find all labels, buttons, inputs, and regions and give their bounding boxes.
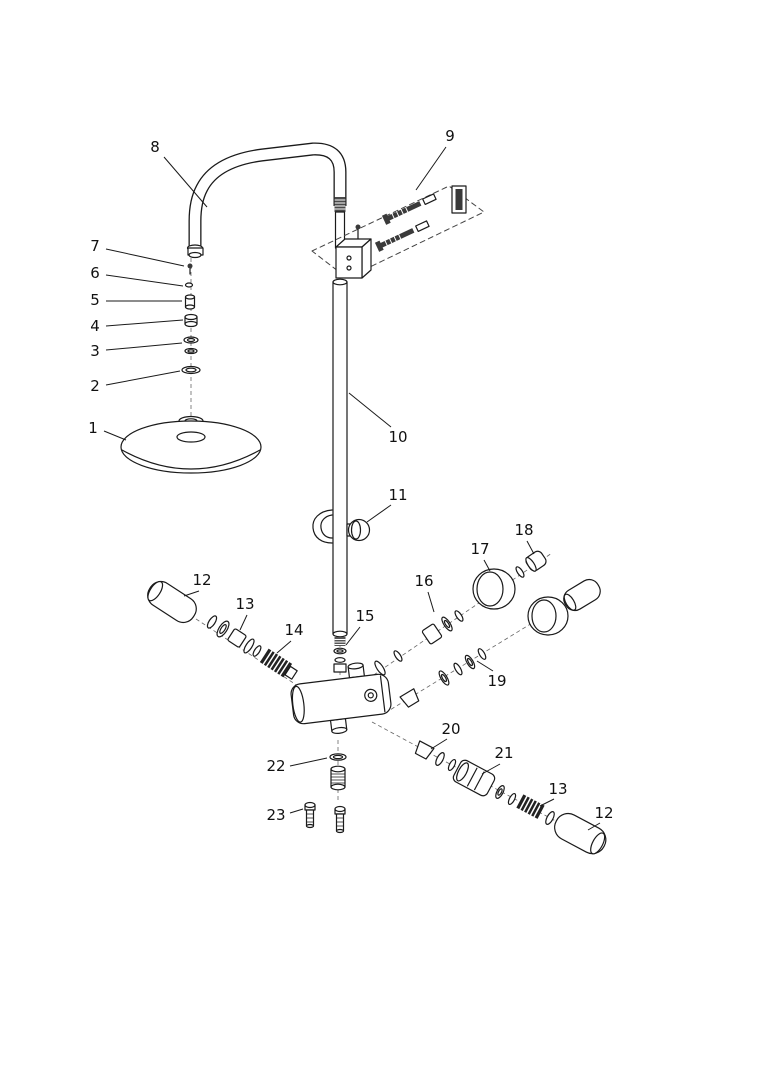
part-number-label: 1 <box>88 419 98 437</box>
leader-line <box>483 559 491 572</box>
leader-lines <box>103 146 601 831</box>
part-number-label: 9 <box>445 127 455 145</box>
leader-line <box>105 370 181 386</box>
leader-line <box>276 640 292 654</box>
part-number-label: 2 <box>90 377 100 395</box>
part-number-label: 10 <box>388 428 407 446</box>
part-number-label: 21 <box>494 744 513 762</box>
slider-holder-part <box>312 509 371 544</box>
leader-line <box>526 540 535 555</box>
part-number-label: 6 <box>90 264 100 282</box>
shower-head-part <box>120 415 262 474</box>
leader-line <box>345 626 361 646</box>
leader-line <box>539 798 555 807</box>
part-number-label: 11 <box>388 486 407 504</box>
part-number-label: 22 <box>266 757 285 775</box>
part-number-label: 8 <box>150 138 160 156</box>
leader-line <box>103 430 127 441</box>
part-number-label: 20 <box>441 720 460 738</box>
leader-line <box>105 319 184 327</box>
part-number-label: 13 <box>548 780 567 798</box>
shower-arm-part <box>186 142 347 259</box>
leader-line <box>105 274 184 287</box>
part-number-label: 12 <box>192 571 211 589</box>
leader-line <box>239 614 248 631</box>
part-number-label: 7 <box>90 237 100 255</box>
left-handle-axis-parts <box>147 580 298 680</box>
thermostat-body-part <box>290 662 392 734</box>
leader-line <box>348 392 392 428</box>
riser-pipe-part <box>332 211 348 638</box>
pipe-nipple-and-seal-parts <box>333 637 347 673</box>
leader-line <box>415 146 447 191</box>
part-number-label: 13 <box>235 595 254 613</box>
part-number-label: 4 <box>90 317 100 335</box>
part-number-label: 15 <box>355 607 374 625</box>
line-art <box>120 142 607 855</box>
lower-right-axis-parts <box>414 740 607 855</box>
upper-right-axis-parts <box>374 550 547 676</box>
part-number-label: 14 <box>284 621 303 639</box>
part-number-label: 17 <box>470 540 489 558</box>
leader-line <box>289 757 328 767</box>
leader-line <box>163 156 208 208</box>
leader-line <box>430 738 448 750</box>
part-number-label: 3 <box>90 342 100 360</box>
part-number-label: 5 <box>90 291 100 309</box>
part-number-label: 18 <box>514 521 533 539</box>
small-fittings-stack-parts <box>181 263 201 375</box>
leader-line <box>105 342 183 351</box>
part-number-label: 16 <box>414 572 433 590</box>
leader-line <box>481 763 501 775</box>
leader-line <box>476 660 494 672</box>
wall-bracket-kit-part <box>311 185 485 279</box>
part-number-label: 23 <box>266 806 285 824</box>
second-upper-right-axis-parts <box>399 578 601 708</box>
bottom-fittings-parts <box>304 753 347 834</box>
leader-line <box>105 248 185 267</box>
leader-line <box>427 591 435 613</box>
leader-line <box>587 822 601 831</box>
part-number-label: 12 <box>594 804 613 822</box>
leader-line <box>183 590 200 597</box>
leader-line <box>366 504 392 523</box>
leader-line <box>289 808 304 814</box>
part-number-label: 19 <box>487 672 506 690</box>
